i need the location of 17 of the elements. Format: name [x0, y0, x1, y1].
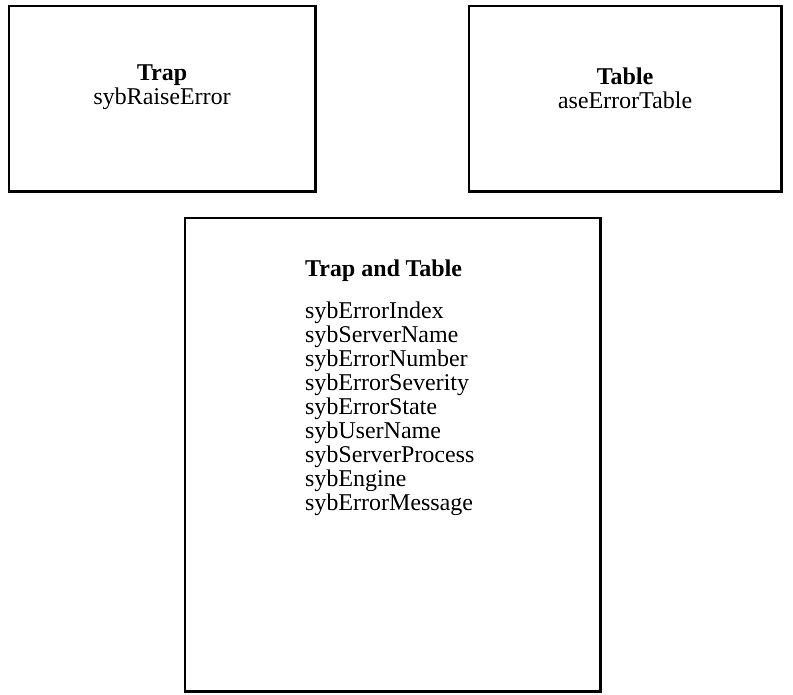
text-box — [184, 217, 602, 693]
field-name: sybErrorSeverity — [305, 371, 469, 395]
field-name: sybRaiseError — [93, 85, 231, 109]
field-name: sybServerName — [305, 323, 458, 347]
field-name: sybErrorState — [305, 395, 437, 419]
text-box — [8, 5, 317, 193]
field-name: sybErrorIndex — [305, 299, 444, 323]
field-name: sybServerProcess — [305, 443, 474, 467]
box-heading: Trap — [136, 61, 188, 85]
field-name: sybUserName — [305, 419, 441, 443]
field-name: sybErrorMessage — [305, 491, 473, 515]
field-name: sybEngine — [305, 467, 406, 491]
box-heading: Table — [596, 65, 654, 89]
text-box — [468, 5, 783, 193]
field-name: sybErrorNumber — [305, 347, 468, 371]
box-heading: Trap and Table — [305, 257, 462, 281]
field-name: aseErrorTable — [558, 89, 692, 113]
